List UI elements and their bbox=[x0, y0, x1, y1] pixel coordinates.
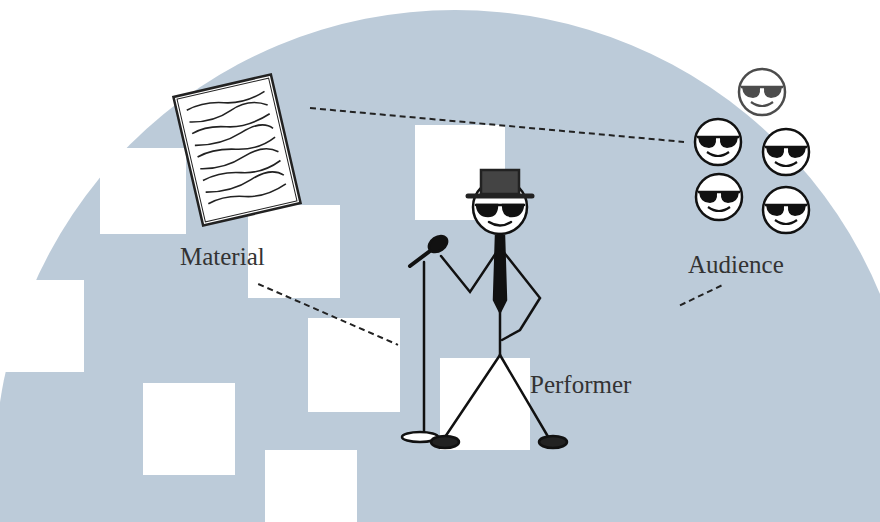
figure-label: Audience bbox=[688, 250, 784, 280]
dashed-connector bbox=[258, 284, 398, 345]
figure-label: Performer bbox=[530, 370, 631, 400]
performer-figure bbox=[402, 170, 567, 448]
dashed-connector bbox=[310, 108, 684, 142]
figure-label: Material bbox=[180, 242, 265, 272]
figure-node: Performer bbox=[398, 170, 680, 452]
figure-node: Audience bbox=[684, 62, 824, 284]
figure-node: Material bbox=[170, 72, 310, 284]
dashed-connector bbox=[680, 284, 725, 305]
background-circle bbox=[0, 10, 880, 522]
audience-faces bbox=[695, 69, 809, 233]
paper-sheet bbox=[173, 74, 300, 225]
